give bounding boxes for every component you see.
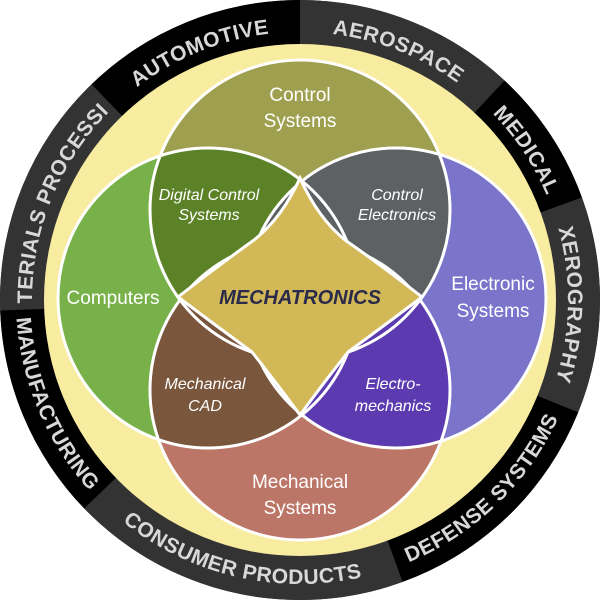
ring-segment	[385, 393, 579, 582]
computers-label: Computers	[67, 288, 160, 309]
mcad-label-2: CAD	[188, 398, 222, 415]
ring-segment	[470, 80, 582, 215]
ring-segment	[91, 0, 301, 121]
digital-label-1: Digital Control	[159, 187, 260, 204]
ring-segment	[0, 308, 121, 509]
ring-segment	[0, 84, 127, 311]
ring-segment	[84, 473, 403, 600]
electronic-label-2: Systems	[457, 301, 530, 322]
mechatronics-core	[175, 174, 425, 418]
mechanical-label-1: Mechanical	[252, 472, 348, 493]
mechanical-label-2: Systems	[264, 498, 337, 519]
control-label-1: Control	[269, 85, 330, 106]
electromech-label-1: Electro-	[365, 376, 420, 393]
ring-segment	[300, 0, 505, 118]
ctrl-elec-label-2: Electronics	[358, 207, 436, 224]
core-title: MECHATRONICS	[219, 287, 382, 309]
electromech-label-2: mechanics	[355, 398, 431, 415]
mcad-label-1: Mechanical	[165, 376, 246, 393]
ctrl-elec-label-1: Control	[371, 187, 423, 204]
electronic-label-1: Electronic	[451, 274, 534, 295]
control-label-2: Systems	[264, 111, 337, 132]
digital-label-2: Systems	[178, 207, 239, 224]
